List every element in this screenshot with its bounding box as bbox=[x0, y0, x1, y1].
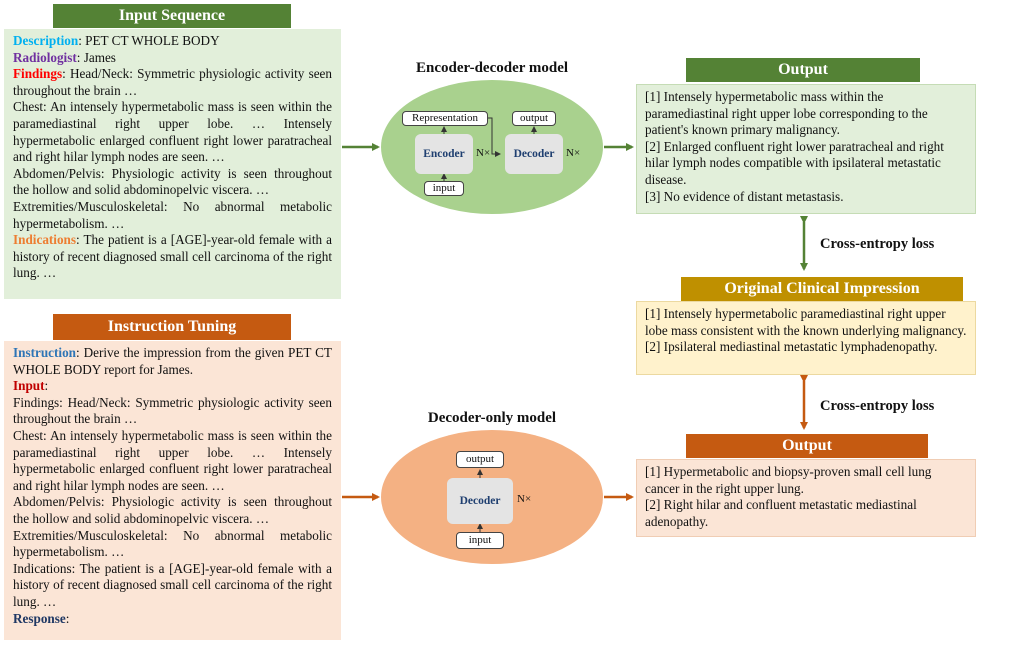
findings-line: Findings: Head/Neck: Symmetric physiolog… bbox=[13, 66, 332, 99]
output-top-header: Output bbox=[686, 58, 920, 82]
encoder-block: Encoder bbox=[415, 134, 473, 174]
cross-entropy-loss-top: Cross-entropy loss bbox=[820, 236, 935, 252]
instruction-text: : Derive the impression from the given P… bbox=[13, 345, 332, 377]
decoder-nx: N× bbox=[566, 147, 581, 159]
original-impression-panel: [1] Intensely hypermetabolic paramediast… bbox=[636, 301, 976, 375]
original-impression-header: Original Clinical Impression bbox=[681, 277, 963, 301]
original-line-2: [2] Ipsilateral mediastinal metastatic l… bbox=[645, 339, 938, 355]
response-colon: : bbox=[65, 610, 70, 626]
it-indications-text: Indications: The patient is a [AGE]-year… bbox=[13, 560, 332, 609]
description-label: Description bbox=[13, 33, 79, 48]
radiologist-line: Radiologist: James bbox=[13, 50, 332, 67]
encoder-nx: N× bbox=[476, 147, 491, 159]
output-bottom-line-1: [1] Hypermetabolic and biopsy-proven sma… bbox=[645, 464, 932, 496]
output-top-panel: [1] Intensely hypermetabolic mass within… bbox=[636, 84, 976, 214]
output-bottom-line-2: [2] Right hilar and confluent metastatic… bbox=[645, 497, 917, 529]
indications-line: Indications: The patient is a [AGE]-year… bbox=[13, 232, 332, 282]
it-extremities-text: Extremities/Musculoskeletal: No abnormal… bbox=[13, 527, 332, 560]
decoder-block: Decoder bbox=[505, 134, 563, 174]
output-top-line-1: [1] Intensely hypermetabolic mass within… bbox=[645, 89, 928, 138]
cross-entropy-loss-bottom: Cross-entropy loss bbox=[820, 398, 935, 414]
representation-to-decoder bbox=[488, 117, 501, 157]
instruction-label: Instruction bbox=[13, 345, 77, 360]
indications-label: Indications bbox=[13, 232, 77, 248]
output-top-line-2: [2] Enlarged confluent right lower parat… bbox=[645, 138, 944, 187]
output-top-line-3: [3] No evidence of distant metastasis. bbox=[645, 188, 844, 204]
encoder-decoder-title: Encoder-decoder model bbox=[415, 60, 569, 76]
deconly-decoder-block: Decoder bbox=[447, 478, 513, 524]
instruction-tuning-header: Instruction Tuning bbox=[53, 314, 291, 340]
description-line: Description: PET CT WHOLE BODY bbox=[13, 33, 332, 50]
original-line-1: [1] Intensely hypermetabolic paramediast… bbox=[645, 306, 967, 338]
enc-input-box: input bbox=[424, 181, 464, 196]
output-bottom-panel: [1] Hypermetabolic and biopsy-proven sma… bbox=[636, 459, 976, 537]
extremities-text: Extremities/Musculoskeletal: No abnormal… bbox=[13, 198, 332, 231]
abdomen-text: Abdomen/Pelvis: Physiologic activity is … bbox=[13, 165, 332, 198]
input-sequence-header: Input Sequence bbox=[53, 4, 291, 28]
deconly-input-box: input bbox=[456, 532, 504, 549]
instruction-tuning-panel: Instruction: Derive the impression from … bbox=[4, 341, 341, 640]
chest-text: Chest: An intensely hypermetabolic mass … bbox=[13, 99, 332, 165]
deconly-nx: N× bbox=[517, 493, 532, 505]
indications-text: : The patient is a [AGE]-year-old female… bbox=[13, 232, 332, 281]
output-bottom-header: Output bbox=[686, 434, 928, 458]
enc-output-box: output bbox=[512, 111, 556, 126]
findings-text: : Head/Neck: Symmetric physiologic activ… bbox=[13, 66, 332, 98]
description-text: : PET CT WHOLE BODY bbox=[78, 33, 220, 48]
response-line: Response: bbox=[13, 611, 332, 628]
it-abdomen-text: Abdomen/Pelvis: Physiologic activity is … bbox=[13, 494, 332, 526]
decoder-only-title: Decoder-only model bbox=[427, 410, 557, 426]
representation-box: Representation bbox=[402, 111, 488, 126]
input-sequence-panel: Description: PET CT WHOLE BODY Radiologi… bbox=[4, 29, 341, 299]
it-chest-text: Chest: An intensely hypermetabolic mass … bbox=[13, 427, 332, 493]
input-colon: : bbox=[44, 378, 49, 394]
findings-label: Findings bbox=[13, 66, 63, 82]
instruction-line: Instruction: Derive the impression from … bbox=[13, 345, 332, 378]
radiologist-text: : James bbox=[76, 49, 116, 65]
response-label: Response bbox=[13, 610, 66, 626]
input-label: Input bbox=[13, 378, 45, 394]
input-line: Input: bbox=[13, 378, 332, 395]
radiologist-label: Radiologist bbox=[13, 49, 77, 65]
it-findings-text: Findings: Head/Neck: Symmetric physiolog… bbox=[13, 394, 332, 427]
deconly-output-box: output bbox=[456, 451, 504, 468]
